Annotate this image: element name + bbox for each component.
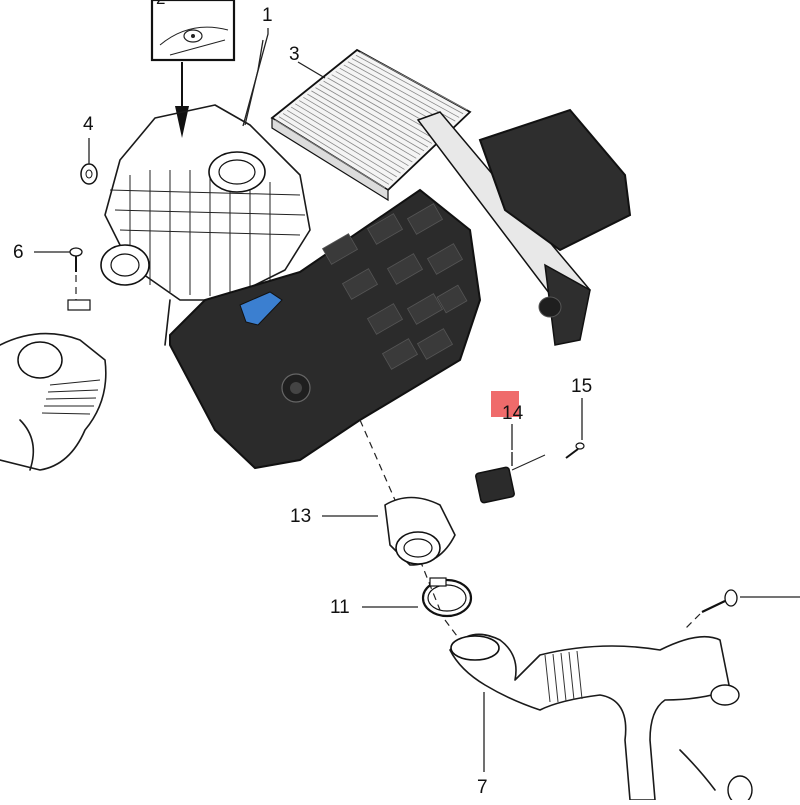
mass-air-flow-sensor — [169, 108, 632, 470]
inset-detail-box — [150, 0, 236, 138]
flow-adapter — [384, 496, 456, 566]
filter-pleat — [311, 90, 421, 155]
filter-pleat — [315, 87, 425, 152]
screw-6 — [67, 247, 91, 311]
filter-pleat — [274, 119, 386, 189]
air-box-housing — [100, 104, 311, 346]
filter-pleat — [351, 58, 460, 118]
callout-7: 7 — [477, 777, 488, 798]
callout-4: 4 — [83, 114, 94, 135]
filter-pleat — [303, 96, 413, 163]
outlet-hose — [449, 633, 753, 805]
callout-13: 13 — [290, 506, 312, 527]
filter-pleat — [323, 80, 433, 144]
filter-pleat — [282, 113, 394, 181]
hose-clamp — [421, 577, 473, 618]
filter-pleat — [327, 77, 436, 141]
filter-pleat — [299, 100, 409, 167]
intake-temp-sensor — [475, 452, 546, 504]
filter-pleat — [355, 54, 464, 115]
leader-lines — [34, 28, 800, 772]
filter-pleat — [295, 103, 405, 170]
callout-11: 11 — [330, 597, 350, 618]
filter-pleat — [278, 116, 390, 185]
intake-duct-left — [0, 332, 107, 471]
bolt-right — [685, 589, 738, 629]
filter-pleat — [290, 106, 401, 174]
filter-pleat — [307, 93, 417, 159]
callout-2: 2 — [156, 0, 165, 7]
callout-15: 15 — [571, 376, 593, 397]
air-filter-element — [270, 48, 472, 202]
screw-15 — [565, 442, 585, 459]
filter-pleat — [286, 109, 397, 178]
filter-pleat — [347, 61, 456, 122]
callout-3: 3 — [289, 44, 300, 65]
filter-pleat — [319, 84, 429, 148]
grommet-washer — [80, 163, 98, 185]
highlight-marker — [491, 391, 519, 417]
callout-1: 1 — [262, 5, 273, 26]
callout-6: 6 — [13, 242, 24, 263]
filter-pleat — [359, 51, 468, 111]
callout-14: 14 — [502, 403, 524, 424]
